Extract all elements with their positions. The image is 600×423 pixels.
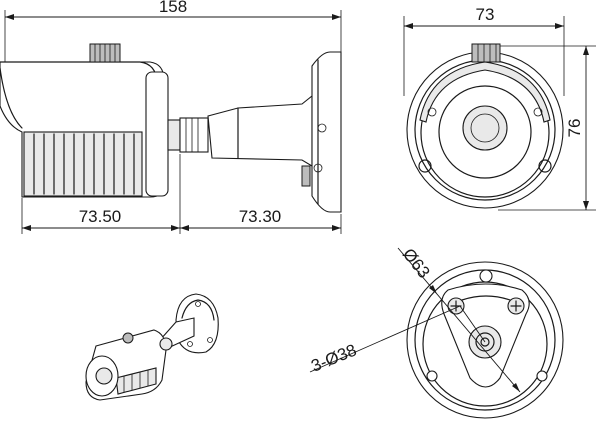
bracket-arm [207,94,313,167]
bracket-length-label: 73.30 [239,207,282,226]
ball-joint [179,117,209,153]
overall-length-label: 158 [159,0,187,16]
front-width-label: 73 [476,5,495,24]
joint-collar [167,119,181,151]
overall-length-dimension: 158 [4,0,342,62]
hole-right [536,370,548,382]
front-width-dimension: 73 [403,5,565,96]
cable-clip [301,165,311,187]
side-view: 158 [0,0,342,234]
iso-lens [95,367,113,385]
front-screw-right [538,159,552,173]
front-view: 73 76 [403,5,596,211]
body-length-label: 73.50 [79,207,122,226]
wall-plate [311,51,342,213]
front-height-label: 76 [565,119,584,138]
body-length-dimension: 73.50 [21,154,181,234]
front-screw-left [418,159,432,173]
hole-left [426,370,438,382]
front-height-dimension: 76 [498,45,596,211]
isometric-view [85,293,219,401]
lens [462,105,508,151]
top-hole [479,269,493,283]
bracket-length-dimension: 73.30 [180,207,342,234]
rear-mount-view: Ø63 3-Ø38 [308,245,564,419]
rear-cap [145,71,169,197]
front-knob [471,43,501,63]
sunshield-lip [419,61,551,123]
mount-holes-label: 3-Ø38 [308,340,359,375]
cooling-fins [23,131,143,197]
base-diameter-label: Ø63 [399,245,434,282]
